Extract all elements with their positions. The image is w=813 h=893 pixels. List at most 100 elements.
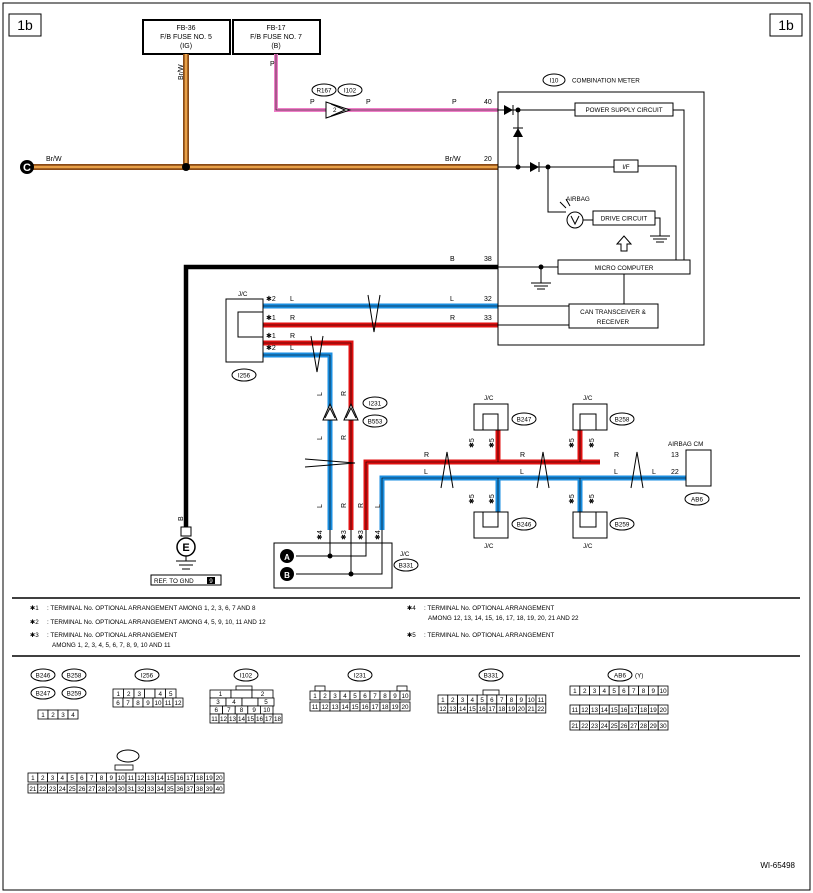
page-ref-right-box (769, 13, 803, 37)
pin-number: 7 (373, 693, 377, 700)
section-dividers (12, 597, 800, 657)
pin-number: 4 (471, 697, 475, 704)
svg-text:P: P (366, 99, 371, 106)
svg-text:✱4: ✱4 (316, 530, 324, 540)
svg-text:R: R (450, 315, 455, 322)
connector-latch (314, 685, 326, 692)
svg-text:✱5: ✱5 (468, 494, 476, 504)
svg-text:L: L (424, 469, 428, 476)
pin-number: 3 (137, 691, 141, 698)
pin-number: 25 (69, 786, 77, 793)
svg-text:L: L (317, 436, 324, 440)
svg-text:B: B (178, 516, 185, 521)
svg-text:I256: I256 (238, 373, 251, 380)
pin-number: 15 (469, 706, 477, 713)
pin-number: 13 (449, 706, 457, 713)
svg-text:B331: B331 (484, 673, 499, 680)
svg-text:33: 33 (484, 315, 492, 322)
svg-text:✱2: ✱2 (30, 619, 39, 626)
pin-number: 6 (622, 688, 626, 695)
wire-red-group (263, 322, 600, 530)
pin-number: 5 (612, 688, 616, 695)
fuse-box-5 (142, 19, 231, 55)
svg-text:: TERMINAL No. OPTIONAL ARRANG: : TERMINAL No. OPTIONAL ARRANGEMENT (47, 632, 177, 639)
svg-text:L: L (652, 469, 656, 476)
airbag-cm: AIRBAG CM AB6 (668, 441, 712, 506)
notes: ✱1 : TERMINAL No. OPTIONAL ARRANGEMENT A… (30, 605, 579, 649)
svg-text:AIRBAG CM: AIRBAG CM (668, 441, 703, 448)
pin-number: 6 (116, 700, 120, 707)
pin-number: 20 (518, 706, 526, 713)
pin-number: 19 (391, 704, 399, 711)
pin-number: 17 (186, 775, 194, 782)
pin-cell (241, 697, 259, 707)
pin-number: 14 (341, 704, 349, 711)
pin-number: 11 (128, 775, 135, 782)
pin-number: 18 (274, 716, 282, 723)
pin-number: 1 (573, 688, 577, 695)
svg-text:B553: B553 (368, 419, 383, 426)
page-ref-left: 1b (17, 17, 33, 33)
svg-text:B247: B247 (517, 417, 532, 424)
pin-number: 21 (571, 723, 579, 730)
svg-text:A: A (284, 553, 290, 562)
pin-number: 7 (227, 707, 231, 714)
pin-number: 3 (461, 697, 465, 704)
pin-number: 2 (261, 691, 265, 698)
pin-number: 28 (640, 723, 648, 730)
svg-text:22: 22 (671, 469, 679, 476)
pin-number: 8 (642, 688, 646, 695)
svg-text:✱5: ✱5 (568, 438, 576, 448)
figure-code: WI-65498 (760, 861, 795, 870)
pin-number: 11 (165, 700, 172, 707)
pin-number: 12 (321, 704, 329, 711)
jc-b246: J/C B246 (473, 511, 537, 550)
svg-text:✱4: ✱4 (407, 605, 416, 612)
svg-text:B246: B246 (36, 673, 51, 680)
pin-number: 13 (591, 707, 599, 714)
fuse-box-7 (232, 19, 321, 55)
pin-number: 6 (215, 707, 219, 714)
pin-number: 17 (265, 716, 273, 723)
svg-text:R: R (358, 503, 365, 508)
svg-text:9: 9 (209, 578, 213, 585)
pin-number: 16 (256, 716, 264, 723)
pin-number: 13 (147, 775, 155, 782)
svg-text:L: L (520, 469, 524, 476)
pin-number: 13 (229, 716, 237, 723)
svg-text:: TERMINAL No. OPTIONAL ARRANG: : TERMINAL No. OPTIONAL ARRANGEMENT AMON… (47, 619, 266, 626)
pin-number: 5 (264, 699, 268, 706)
pin-number: 6 (363, 693, 367, 700)
pin-number: 31 (127, 786, 135, 793)
svg-text:R: R (341, 435, 348, 440)
pin-number: 29 (650, 723, 658, 730)
svg-text:J/C: J/C (484, 543, 494, 550)
pin-number: 1 (41, 712, 45, 719)
fuse-7-code: FB-17 (266, 25, 285, 32)
pin-number: 40 (216, 786, 224, 793)
svg-text:R167: R167 (316, 88, 332, 95)
svg-text:POWER SUPPLY CIRCUIT: POWER SUPPLY CIRCUIT (585, 107, 662, 114)
pin-number: 10 (528, 697, 536, 704)
svg-text:I231: I231 (354, 673, 367, 680)
pin-cell (657, 704, 669, 715)
pin-number: 5 (353, 693, 357, 700)
svg-text:L: L (317, 392, 324, 396)
svg-text:L: L (290, 296, 294, 303)
pin-number: 39 (206, 786, 214, 793)
fuse-7-name: F/B FUSE NO. 7 (250, 34, 302, 41)
pin-number: 38 (196, 786, 204, 793)
svg-text:AB6: AB6 (614, 673, 626, 680)
pin-number: 20 (216, 775, 224, 782)
pin-number: 4 (158, 691, 162, 698)
svg-text:✱3: ✱3 (30, 632, 39, 639)
pin-cell (272, 713, 283, 724)
wire-labels: P P P P 40 Br/W Br/W 20 B 38 L L 32 R R … (46, 61, 679, 476)
wire-blue-group (263, 303, 710, 530)
pin-number: 2 (41, 775, 45, 782)
pin-number: 10 (118, 775, 126, 782)
jc-i256: J/C I256 (225, 291, 264, 382)
pin-number: 18 (498, 706, 506, 713)
fuse-5-name: F/B FUSE NO. 5 (160, 34, 212, 41)
pin-number: 23 (591, 723, 599, 730)
